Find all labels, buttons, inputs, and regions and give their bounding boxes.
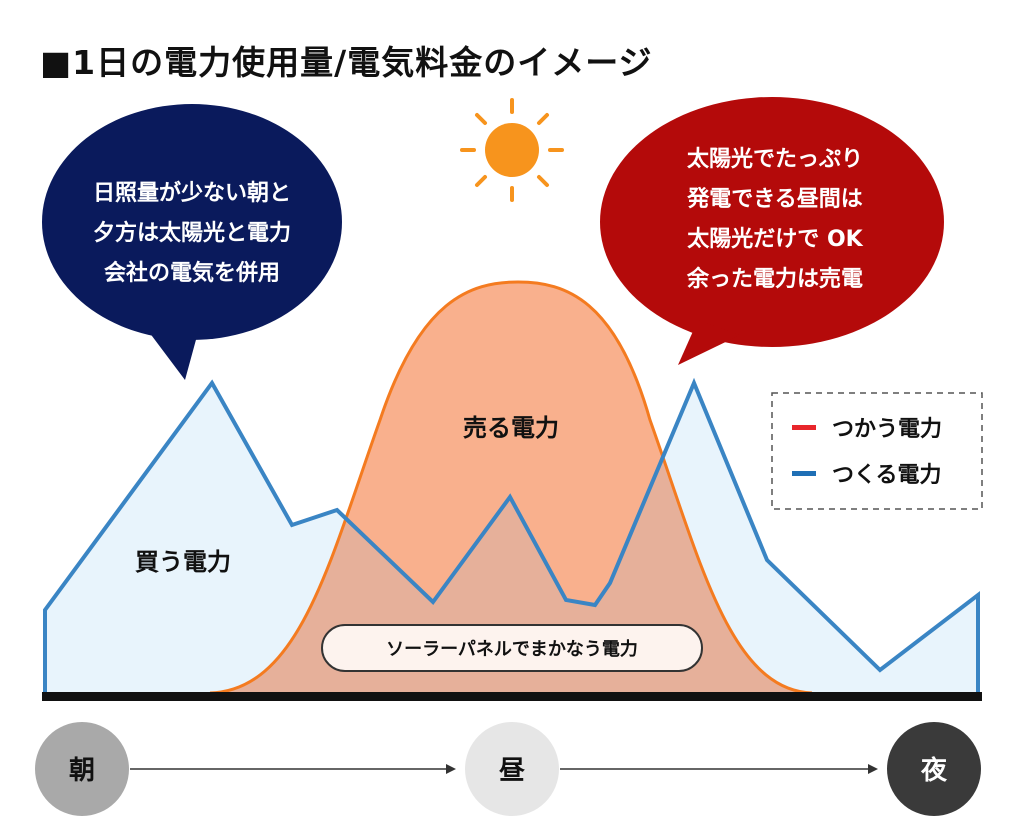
right-bubble-line-1: 太陽光でたっぷり <box>687 147 863 172</box>
right-bubble-line-3: 太陽光だけで OK <box>687 227 863 252</box>
solar-line <box>209 280 813 695</box>
sell-power-label: 売る電力 <box>463 414 559 442</box>
legend-usage-label: つかう電力 <box>832 417 942 442</box>
right-bubble-line-2: 発電できる昼間は <box>686 187 863 212</box>
solar-coverage-label: ソーラーパネルでまかなう電力 <box>386 639 638 660</box>
legend-generation-swatch <box>792 471 816 476</box>
left-bubble-line-2: 夕方は太陽光と電力 <box>93 220 291 246</box>
legend-generation-label: つくる電力 <box>832 463 942 488</box>
night-label: 夜 <box>920 755 948 786</box>
right-speech-bubble: 太陽光でたっぷり 発電できる昼間は 太陽光だけで OK 余った電力は売電 <box>600 97 944 365</box>
left-speech-bubble: 日照量が少ない朝と 夕方は太陽光と電力 会社の電気を併用 <box>42 104 342 380</box>
legend-usage-swatch <box>792 425 816 430</box>
morning-label: 朝 <box>69 755 95 786</box>
noon-circle <box>465 722 559 816</box>
left-bubble-line-1: 日照量が少ない朝と <box>93 180 291 206</box>
left-bubble-line-3: 会社の電気を併用 <box>104 260 280 286</box>
noon-label: 昼 <box>499 756 526 786</box>
right-bubble-line-4: 余った電力は売電 <box>686 266 863 292</box>
usage-line <box>43 377 980 693</box>
solar-coverage-pill: ソーラーパネルでまかなう電力 <box>321 624 703 672</box>
timeline: 朝 昼 夜 <box>35 722 981 816</box>
legend: つかう電力 つくる電力 <box>771 392 983 510</box>
night-circle <box>887 722 981 816</box>
page-title: ■1日の電力使用量/電気料金のイメージ <box>40 43 653 82</box>
sun-icon <box>460 98 564 202</box>
morning-circle <box>35 722 129 816</box>
baseline <box>42 692 982 701</box>
buy-power-label: 買う電力 <box>135 548 231 576</box>
